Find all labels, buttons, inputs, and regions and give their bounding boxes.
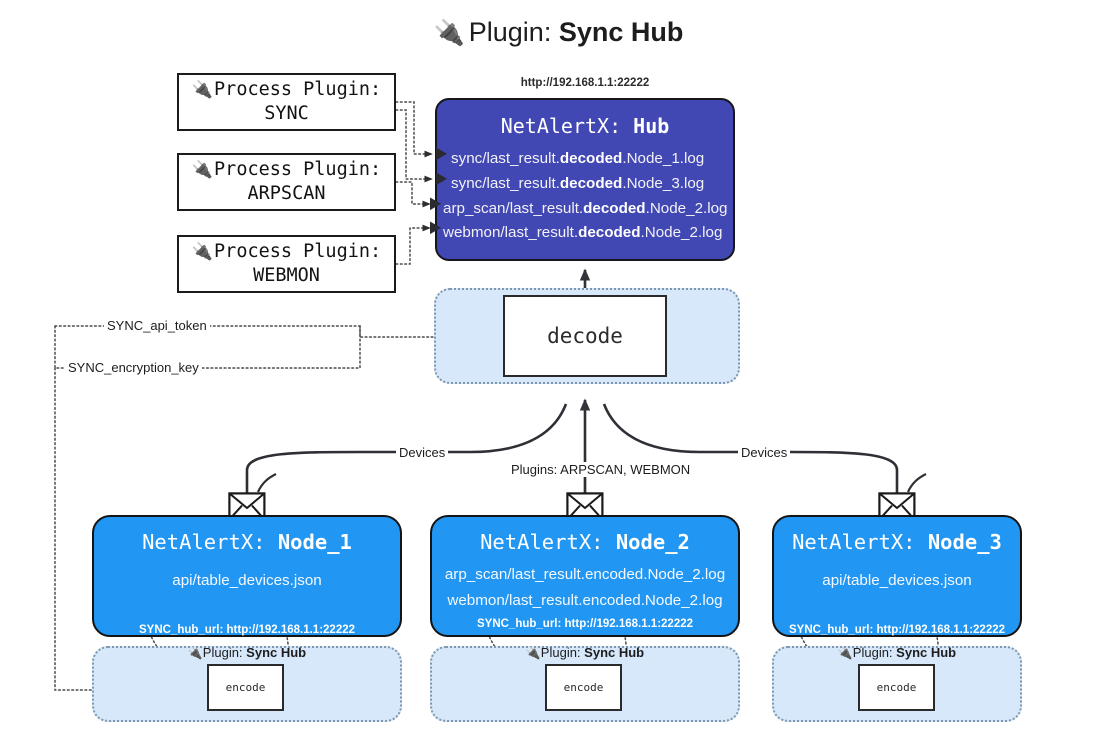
node-3-hub-url: SYNC_hub_url: http://192.168.1.1:22222: [788, 624, 1006, 636]
encode-plugin-prefix: Plugin:: [540, 645, 585, 660]
encode-plugin-name: Sync Hub: [584, 645, 645, 660]
log-mid: decoded: [559, 150, 623, 167]
node-2-line: webmon/last_result.encoded.Node_2.log: [447, 592, 723, 609]
node-3-title-name: Node_3: [927, 530, 1002, 554]
encode-plugin-prefix: Plugin:: [852, 645, 897, 660]
log-mid: decoded: [583, 199, 646, 217]
log-pre: arp_scan/last_result.: [443, 199, 584, 217]
encode-box-node-3[interactable]: encode: [858, 664, 935, 711]
process-plugin-webmon[interactable]: 🔌Process Plugin: WEBMON: [177, 235, 396, 293]
node-1-title: NetAlertX: Node_1: [94, 530, 400, 554]
page-title-name: Sync Hub: [558, 17, 684, 47]
process-plugin-webmon-line1: Process Plugin:: [214, 240, 382, 262]
devices-label-left: Devices: [396, 445, 449, 460]
process-plugin-sync-line1: Process Plugin:: [214, 78, 382, 100]
decode-box[interactable]: decode: [503, 295, 667, 377]
node-2-title-prefix: NetAlertX:: [480, 530, 616, 554]
plugins-label-middle: Plugins: ARPSCAN, WEBMON: [508, 462, 694, 477]
hub-url-label: http://192.168.1.1:22222: [520, 77, 650, 89]
node-2-hub-url: SYNC_hub_url: http://192.168.1.1:22222: [476, 618, 694, 630]
node-2-line: arp_scan/last_result.encoded.Node_2.log: [444, 566, 726, 583]
log-post: .Node_2.log: [645, 199, 728, 217]
sync-api-token-label: SYNC_api_token: [104, 318, 210, 333]
encode-label: encode: [225, 681, 266, 694]
encode-plugin-label-node-2: 🔌Plugin: Sync Hub: [430, 645, 740, 660]
encode-box-node-1[interactable]: encode: [207, 664, 284, 711]
log-mid: decoded: [578, 224, 641, 242]
encode-plugin-name: Sync Hub: [896, 645, 957, 660]
node-card-node-3[interactable]: NetAlertX: Node_3 api/table_devices.json…: [772, 515, 1022, 637]
process-plugin-sync-line2: SYNC: [264, 103, 309, 124]
hub-log-line: arp_scan/last_result.decoded.Node_2.log: [437, 197, 733, 222]
log-mid: decoded: [559, 174, 623, 192]
process-plugin-sync[interactable]: 🔌Process Plugin: SYNC: [177, 73, 396, 131]
encode-plugin-label-node-1: 🔌Plugin: Sync Hub: [92, 645, 402, 660]
encode-plugin-label-node-3: 🔌Plugin: Sync Hub: [772, 645, 1022, 660]
log-pre: webmon/last_result.: [443, 224, 579, 242]
page-title: 🔌Plugin: Sync Hub: [0, 16, 1117, 48]
hub-log-line: sync/last_result.decoded.Node_3.log: [437, 172, 733, 197]
plug-icon: 🔌: [191, 241, 214, 262]
node-2-title: NetAlertX: Node_2: [432, 530, 738, 554]
encode-plugin-prefix: Plugin:: [202, 645, 247, 660]
encode-label: encode: [563, 681, 604, 694]
plug-icon: 🔌: [191, 159, 214, 180]
devices-label-right: Devices: [738, 445, 791, 460]
hub-title-name: Hub: [633, 114, 670, 138]
log-pre: sync/last_result.: [451, 174, 560, 192]
node-1-title-prefix: NetAlertX:: [142, 530, 278, 554]
node-1-line: api/table_devices.json: [172, 572, 322, 589]
hub-log-line: webmon/last_result.decoded.Node_2.log: [437, 221, 733, 246]
node-1-hub-url: SYNC_hub_url: http://192.168.1.1:22222: [138, 624, 356, 636]
node-1-title-name: Node_1: [277, 530, 352, 554]
sync-encryption-key-label: SYNC_encryption_key: [65, 360, 202, 375]
page-title-prefix: Plugin:: [468, 17, 559, 47]
process-plugin-arpscan-line1: Process Plugin:: [214, 158, 382, 180]
hub-title-prefix: NetAlertX:: [500, 114, 634, 138]
plug-icon: 🔌: [837, 646, 853, 660]
hub-log-line: sync/last_result.decoded.Node_1.log: [437, 147, 733, 172]
encode-box-node-2[interactable]: encode: [545, 664, 622, 711]
log-pre: sync/last_result.: [451, 150, 560, 167]
encode-label: encode: [876, 681, 917, 694]
log-post: .Node_2.log: [640, 224, 723, 242]
node-2-title-name: Node_2: [615, 530, 690, 554]
node-3-title: NetAlertX: Node_3: [774, 530, 1020, 554]
process-plugin-arpscan[interactable]: 🔌Process Plugin: ARPSCAN: [177, 153, 396, 211]
node-card-node-2[interactable]: NetAlertX: Node_2 arp_scan/last_result.e…: [430, 515, 740, 637]
plug-icon: 🔌: [525, 646, 541, 660]
hub-card[interactable]: NetAlertX: Hub sync/last_result.decoded.…: [435, 98, 735, 261]
plug-icon: 🔌: [187, 646, 203, 660]
plug-icon: 🔌: [191, 79, 214, 100]
process-plugin-arpscan-line2: ARPSCAN: [247, 183, 326, 204]
log-post: .Node_1.log: [622, 150, 705, 167]
decode-label: decode: [547, 324, 623, 348]
node-3-line: api/table_devices.json: [822, 572, 972, 589]
node-card-node-1[interactable]: NetAlertX: Node_1 api/table_devices.json…: [92, 515, 402, 637]
plug-icon: 🔌: [433, 19, 465, 47]
node-3-title-prefix: NetAlertX:: [792, 530, 928, 554]
log-post: .Node_3.log: [622, 174, 705, 192]
hub-log-list: sync/last_result.decoded.Node_1.log sync…: [437, 147, 733, 246]
encode-plugin-name: Sync Hub: [246, 645, 307, 660]
hub-title: NetAlertX: Hub: [437, 114, 733, 138]
process-plugin-webmon-line2: WEBMON: [253, 265, 320, 286]
